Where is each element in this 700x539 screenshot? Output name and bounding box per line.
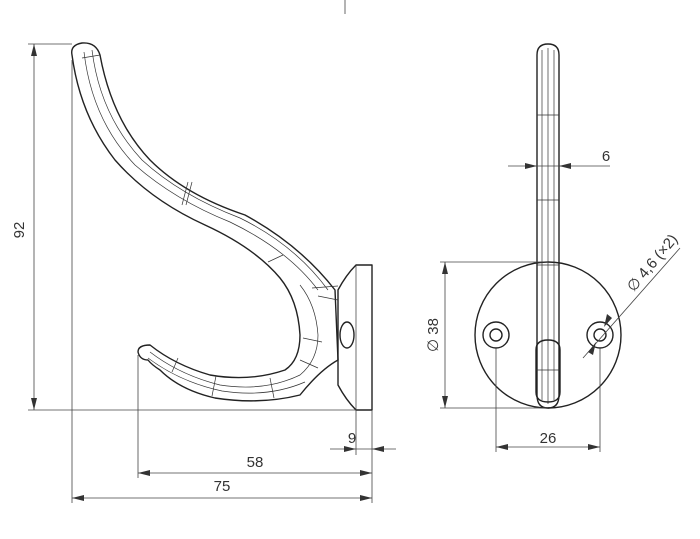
front-lower-hook (535, 339, 561, 403)
left-screw-hole-inner (489, 328, 503, 342)
upper-hook-arm (71, 42, 339, 402)
left-screw-hole-outer (482, 321, 510, 349)
dimension-lines (28, 43, 681, 503)
front-view (474, 43, 622, 409)
dim-height-total: 92 (11, 222, 28, 239)
side-screw-hole (339, 321, 355, 349)
dim-hole-diameter: ∅ 4,6 (×2) (624, 231, 682, 295)
side-view (71, 42, 373, 411)
dim-hole-spacing: 26 (540, 430, 557, 447)
dim-hook-thickness: 6 (602, 148, 610, 165)
side-plate (337, 264, 373, 411)
dim-plate-diameter: ∅ 38 (425, 318, 442, 352)
dim-overall-depth: 75 (214, 478, 231, 495)
dim-plate-thickness: 9 (348, 430, 356, 447)
dim-lower-hook-depth: 58 (247, 454, 264, 471)
right-screw-hole-inner (593, 328, 607, 342)
right-screw-hole-outer (586, 321, 614, 349)
